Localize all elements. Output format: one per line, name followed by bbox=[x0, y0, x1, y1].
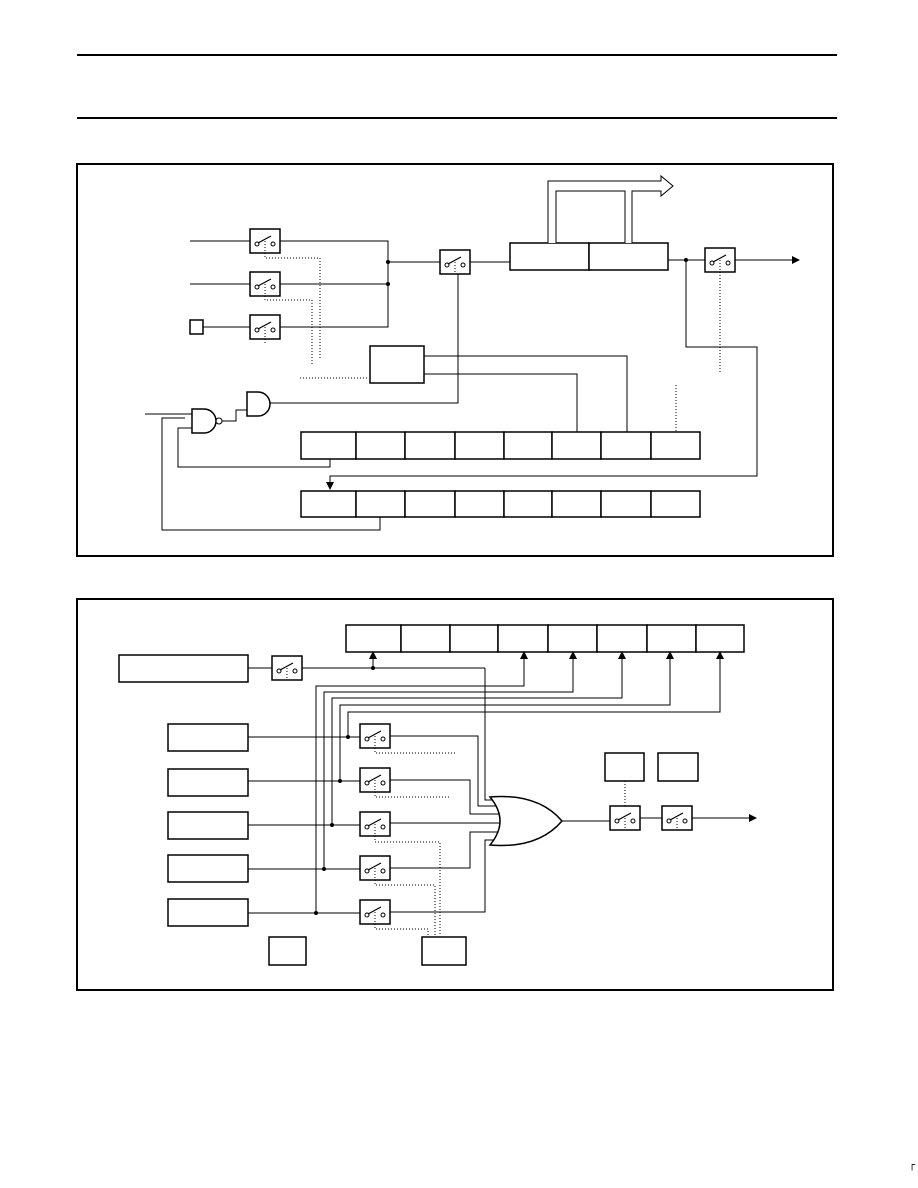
select-switch-2-icon bbox=[359, 767, 391, 793]
nand-gate-icon bbox=[191, 408, 217, 434]
select-switch-5-icon bbox=[359, 899, 391, 925]
figure-1-frame bbox=[76, 163, 834, 557]
source-block-3 bbox=[167, 811, 249, 840]
counter-low-byte bbox=[509, 242, 590, 271]
register-2 bbox=[300, 490, 701, 518]
and-gate-icon bbox=[246, 391, 271, 417]
source-block-2 bbox=[167, 768, 249, 797]
output-switch-b-icon bbox=[661, 805, 693, 831]
bottom-block-left bbox=[268, 936, 307, 966]
select-switch-3-icon bbox=[359, 811, 391, 837]
figure-2-frame bbox=[76, 598, 834, 991]
page-corner-mark: ┌ bbox=[909, 1160, 916, 1171]
data-bus-arrow-icon bbox=[547, 174, 674, 243]
output-switch-a-icon bbox=[609, 805, 641, 831]
select-switch-1-icon bbox=[359, 723, 391, 749]
source-block-5 bbox=[167, 898, 249, 927]
counter-high-byte bbox=[588, 242, 669, 271]
figure-2 bbox=[76, 598, 834, 991]
source-switch-icon bbox=[271, 655, 303, 681]
bottom-block-right bbox=[421, 936, 467, 966]
input-switch-3-icon bbox=[249, 314, 281, 340]
control-logic-block bbox=[369, 345, 425, 384]
output-arrow-icon bbox=[792, 256, 800, 264]
or-gate-icon bbox=[488, 795, 563, 847]
control-block-b bbox=[657, 752, 699, 782]
input-switch-2-icon bbox=[249, 271, 281, 297]
register-3 bbox=[345, 624, 745, 653]
input-switch-1-icon bbox=[249, 228, 281, 254]
input-pin-box bbox=[189, 319, 204, 335]
gate-switch-icon bbox=[439, 249, 471, 275]
clock-source-block bbox=[118, 654, 249, 683]
source-block-4 bbox=[167, 854, 249, 883]
output-switch-icon bbox=[704, 247, 736, 273]
figure-1 bbox=[76, 163, 834, 557]
output-arrow-2-icon bbox=[749, 814, 757, 822]
select-switch-4-icon bbox=[359, 855, 391, 881]
source-block-1 bbox=[167, 723, 249, 752]
register-1 bbox=[300, 431, 701, 460]
control-block-a bbox=[604, 752, 645, 782]
